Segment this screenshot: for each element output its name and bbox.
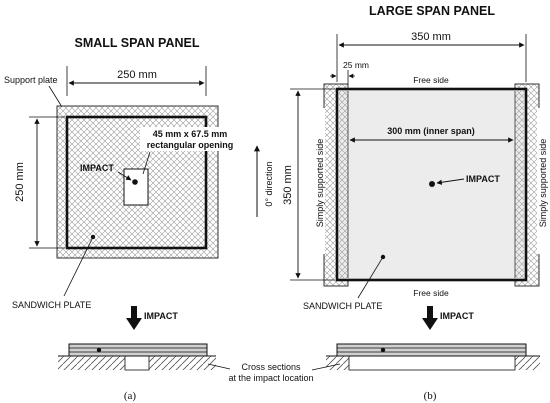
panel-b-margin-label: 25 mm (343, 60, 369, 70)
panel-a-sandwich-label: SANDWICH PLATE (12, 300, 91, 310)
panel-b: LARGE SPAN PANEL 350 mm 25 mm Free side (282, 4, 549, 402)
free-side-bottom-label: Free side (413, 288, 449, 298)
opening-desc-label: rectangular opening (147, 140, 234, 150)
panel-b-width-label: 350 mm (411, 31, 451, 43)
panel-b-height-dimension: 350 mm (282, 88, 335, 281)
panel-b-impact-arrow-label: IMPACT (440, 311, 474, 321)
panel-b-impact-arrow (422, 306, 438, 330)
support-plate-leader (48, 85, 63, 108)
direction-indicator: 0° direction (254, 145, 274, 217)
panel-b-title: LARGE SPAN PANEL (369, 4, 495, 18)
panel-b-inner-left-hatch (339, 91, 348, 278)
panel-b-margin-dimension: 25 mm (330, 60, 369, 86)
opening-callout-box (140, 127, 240, 151)
cross-section-line2: at the impact location (228, 373, 313, 383)
panel-a-title: SMALL SPAN PANEL (74, 36, 199, 50)
rectangular-opening (123, 168, 149, 206)
panel-b-impact-label: IMPACT (466, 174, 500, 184)
panel-b-sandwich-label: SANDWICH PLATE (303, 301, 382, 311)
panel-a-height-dimension: 250 mm (14, 116, 65, 249)
panel-b-width-dimension: 350 mm (336, 31, 527, 82)
opening-size-label: 45 mm x 67.5 mm (153, 129, 228, 139)
panel-a-impact-label: IMPACT (80, 163, 114, 173)
panel-b-cross-section (326, 343, 540, 371)
panel-a: SMALL SPAN PANEL 250 mm Support plate 25… (4, 36, 240, 402)
panel-b-inner-right-hatch (515, 91, 524, 278)
panel-a-height-label: 250 mm (14, 162, 26, 202)
panel-a-width-label: 250 mm (117, 69, 157, 81)
panel-b-caption: (b) (424, 390, 437, 402)
direction-label: 0° direction (264, 161, 274, 206)
panel-a-impact-point (132, 179, 138, 185)
free-side-top-label: Free side (413, 75, 449, 85)
panel-a-sandwich-leader (63, 236, 94, 297)
panel-a-impact-arrow (126, 306, 142, 330)
cross-section-labels: Cross sections at the impact location (207, 362, 341, 383)
cross-section-line1: Cross sections (241, 362, 301, 372)
right-side-label: Simply supported side (538, 139, 548, 228)
panel-a-caption: (a) (124, 390, 137, 402)
panel-b-sandwich-leader (357, 256, 384, 299)
panel-b-impact-point (429, 181, 435, 187)
left-side-label: Simply supported side (315, 139, 325, 228)
support-plate-label: Support plate (4, 75, 58, 85)
inner-span-label: 300 mm (inner span) (387, 126, 475, 136)
panel-a-cross-section (58, 343, 216, 371)
panel-b-inner-span-dimension: 300 mm (inner span) (349, 126, 514, 143)
panel-b-height-label: 350 mm (282, 165, 294, 205)
panel-a-width-dimension: 250 mm (66, 66, 207, 96)
opening-leader (142, 151, 151, 175)
panel-a-impact-arrow-label: IMPACT (144, 311, 178, 321)
panel-a-sandwich-plate (65, 115, 208, 250)
